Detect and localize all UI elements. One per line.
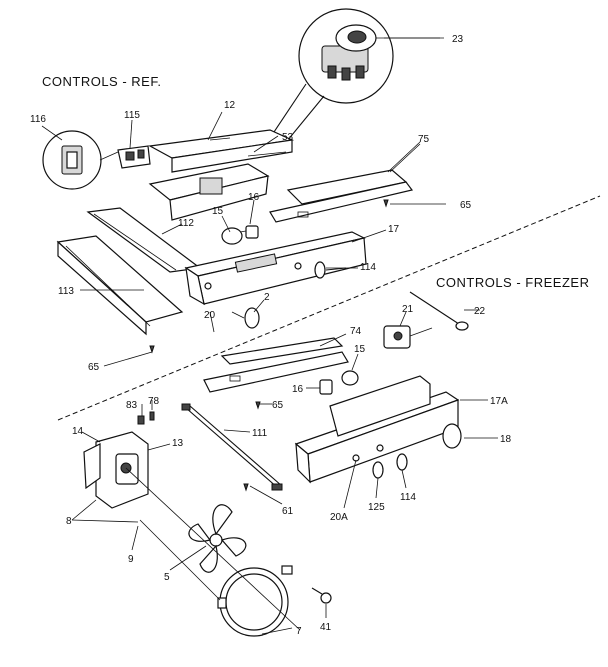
part-83-78-fasteners bbox=[137, 411, 155, 425]
label-16-ref: 16 bbox=[248, 192, 260, 203]
part-7-fan-shroud bbox=[217, 565, 293, 637]
assembly-guide-line bbox=[125, 467, 301, 631]
section-divider-line bbox=[57, 195, 601, 421]
part-74-cover bbox=[203, 337, 349, 393]
label-21: 21 bbox=[402, 304, 414, 315]
part-41-screw bbox=[311, 587, 332, 604]
label-41: 41 bbox=[320, 622, 332, 633]
label-113: 113 bbox=[58, 286, 74, 297]
label-20A: 20A bbox=[330, 512, 348, 523]
part-113-trough bbox=[56, 235, 184, 336]
label-116: 116 bbox=[30, 114, 46, 125]
label-16-freezer: 16 bbox=[292, 384, 304, 395]
part-125-knob bbox=[372, 461, 384, 479]
label-65-left: 65 bbox=[88, 362, 100, 373]
label-75: 75 bbox=[418, 134, 430, 145]
label-114-freezer: 114 bbox=[400, 492, 416, 503]
label-9: 9 bbox=[128, 554, 134, 565]
label-23: 23 bbox=[452, 34, 464, 45]
label-5: 5 bbox=[164, 572, 170, 583]
label-78: 78 bbox=[148, 396, 160, 407]
part-116-detail-circle bbox=[42, 130, 119, 190]
part-115-clip bbox=[117, 145, 151, 169]
label-2: 2 bbox=[264, 292, 270, 303]
label-12: 12 bbox=[224, 100, 236, 111]
label-111: 111 bbox=[252, 428, 268, 439]
label-15-ref: 15 bbox=[212, 206, 224, 217]
part-22-rod bbox=[409, 291, 469, 331]
part-13-fan-motor bbox=[95, 431, 149, 509]
label-83: 83 bbox=[126, 400, 138, 411]
label-65-middle: 65 bbox=[272, 400, 284, 411]
part-15-bulb-freezer bbox=[341, 370, 359, 386]
leader-lines bbox=[41, 37, 498, 635]
part-5-fan-blade bbox=[188, 504, 247, 573]
part-14-bracket bbox=[83, 443, 101, 490]
part-21-thermostat bbox=[383, 325, 433, 349]
part-65-bolts bbox=[149, 199, 389, 492]
label-13: 13 bbox=[172, 438, 184, 449]
label-115: 115 bbox=[124, 110, 140, 121]
part-number-labels: 23 12 116 115 53 75 65 16 15 112 17 114 … bbox=[30, 34, 512, 637]
section-title-ref: CONTROLS - REF. bbox=[42, 74, 161, 89]
label-7: 7 bbox=[296, 626, 302, 637]
part-12-bracket bbox=[148, 129, 295, 173]
part-75-cover bbox=[269, 141, 421, 223]
label-22: 22 bbox=[474, 306, 486, 317]
label-112: 112 bbox=[178, 218, 194, 229]
part-16-socket-ref bbox=[245, 225, 259, 239]
label-61: 61 bbox=[282, 506, 294, 517]
label-53: 53 bbox=[282, 132, 294, 143]
part-16-socket-freezer bbox=[319, 379, 333, 395]
label-74: 74 bbox=[350, 326, 362, 337]
part-111-wire bbox=[181, 403, 283, 491]
part-17A-control-console bbox=[294, 375, 460, 484]
label-20: 20 bbox=[204, 310, 216, 321]
label-17: 17 bbox=[388, 224, 400, 235]
label-125: 125 bbox=[368, 502, 385, 513]
label-17A: 17A bbox=[490, 396, 508, 407]
part-18-knob bbox=[442, 423, 462, 449]
label-18: 18 bbox=[500, 434, 512, 445]
label-14: 14 bbox=[72, 426, 84, 437]
section-title-freezer: CONTROLS - FREEZER bbox=[436, 275, 589, 290]
label-15-freezer: 15 bbox=[354, 344, 366, 355]
label-114-ref: 114 bbox=[360, 262, 376, 273]
assembly-guide-line-2 bbox=[139, 519, 221, 601]
label-8: 8 bbox=[66, 516, 72, 527]
part-53-housing bbox=[148, 151, 287, 221]
label-65-upper: 65 bbox=[460, 200, 472, 211]
part-17-control-console bbox=[184, 231, 367, 306]
part-2-knob bbox=[231, 307, 260, 329]
part-23-control-switch bbox=[298, 8, 440, 104]
part-114-knob-freezer bbox=[396, 453, 408, 471]
